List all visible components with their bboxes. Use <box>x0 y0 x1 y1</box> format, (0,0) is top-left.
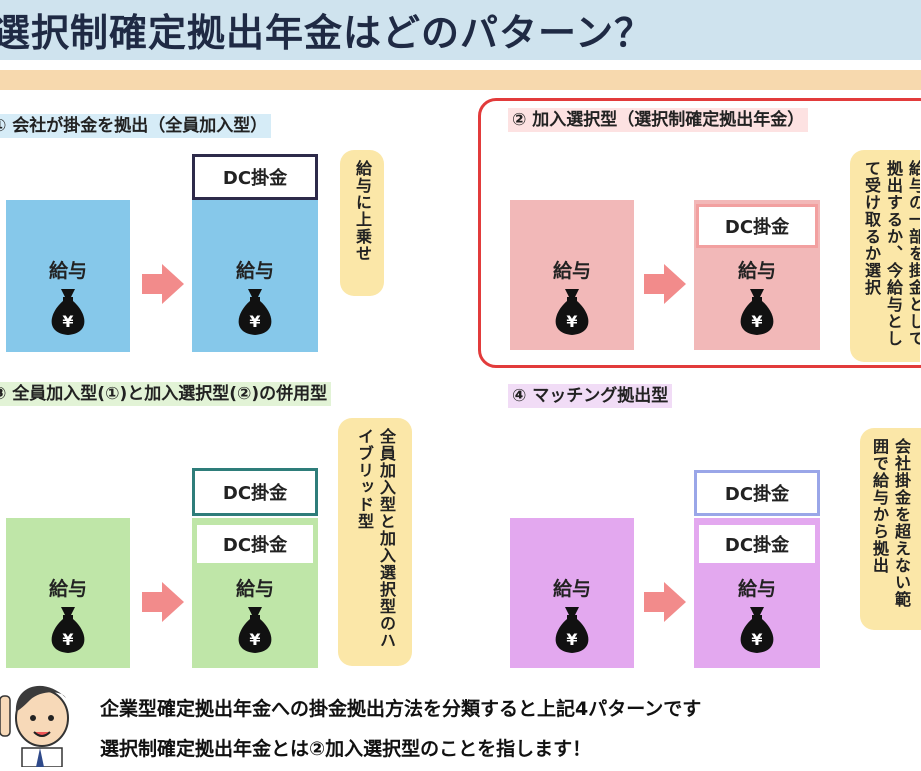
right-arrow-icon <box>142 264 184 304</box>
panel-2-highlight-frame <box>478 98 921 368</box>
svg-text:¥: ¥ <box>751 312 762 331</box>
salary-label: 給与 <box>48 578 87 600</box>
summary-text: 企業型確定拠出年金への掛金拠出方法を分類すると上記4パターンです <box>100 698 702 720</box>
salary-label: 給与 <box>552 260 591 282</box>
panel-1-note: 給与に上乗せ <box>340 150 384 296</box>
salary-label: 給与 <box>737 260 776 282</box>
svg-text:¥: ¥ <box>566 312 577 331</box>
panel-4-heading: ④ マッチング拠出型 <box>508 384 673 408</box>
money-bag-icon: ¥ <box>734 287 780 341</box>
svg-text:¥: ¥ <box>566 630 577 649</box>
money-bag-icon: ¥ <box>45 287 91 341</box>
dc-contribution-box: DC掛金 <box>696 204 818 248</box>
panel-2-salary-box: 給与 ¥ <box>510 200 634 350</box>
panel-3-note: 全員加入型と加入選択型のハイブリッド型 <box>338 418 412 666</box>
dc-contribution-box: DC掛金 <box>192 468 318 516</box>
panel-3-salary-box: 給与 ¥ <box>6 518 130 668</box>
salary-label: 給与 <box>235 260 274 282</box>
panel-4-salary-box: 給与 ¥ <box>510 518 634 668</box>
salary-label: 給与 <box>737 578 776 600</box>
title-bar <box>0 0 921 60</box>
dc-contribution-box: DC掛金 <box>696 522 818 566</box>
money-bag-icon: ¥ <box>232 605 278 659</box>
dc-contribution-box: DC掛金 <box>694 470 820 516</box>
panel-1-heading: ① 会社が掛金を拠出（全員加入型） <box>0 114 272 138</box>
summary-text-line-2: 選択制確定拠出年金とは②加入選択型のことを指します！ <box>100 738 592 760</box>
svg-text:¥: ¥ <box>249 630 260 649</box>
panel-4-note: 会社掛金を超えない範囲で給与から拠出 <box>860 428 921 630</box>
page-title: 選択制確定拠出年金はどのパターン？ <box>0 11 654 55</box>
right-arrow-icon <box>644 264 686 304</box>
businessman-avatar <box>0 676 80 771</box>
panel-3-heading: ③ 全員加入型(①)と加入選択型(②)の併用型 <box>0 382 332 406</box>
svg-text:¥: ¥ <box>62 630 73 649</box>
money-bag-icon: ¥ <box>734 605 780 659</box>
dc-contribution-box: DC掛金 <box>194 522 316 566</box>
right-arrow-icon <box>142 582 184 622</box>
money-bag-icon: ¥ <box>549 287 595 341</box>
salary-label: 給与 <box>235 578 274 600</box>
panel-1-salary-box: 給与 ¥ <box>6 200 130 352</box>
panel-1-result-salary-box: 給与 ¥ <box>192 200 318 352</box>
accent-stripe <box>0 70 921 90</box>
money-bag-icon: ¥ <box>232 287 278 341</box>
money-bag-icon: ¥ <box>45 605 91 659</box>
panel-2-note: 給与の一部を掛金として拠出するか、今給与として受け取るか選択 <box>850 150 920 362</box>
salary-label: 給与 <box>48 260 87 282</box>
svg-text:¥: ¥ <box>249 312 260 331</box>
money-bag-icon: ¥ <box>549 605 595 659</box>
salary-label: 給与 <box>552 578 591 600</box>
panel-2-heading: ② 加入選択型（選択制確定拠出年金） <box>508 108 809 132</box>
dc-contribution-box: DC掛金 <box>192 154 318 200</box>
svg-text:¥: ¥ <box>751 630 762 649</box>
svg-text:¥: ¥ <box>62 312 73 331</box>
right-arrow-icon <box>644 582 686 622</box>
